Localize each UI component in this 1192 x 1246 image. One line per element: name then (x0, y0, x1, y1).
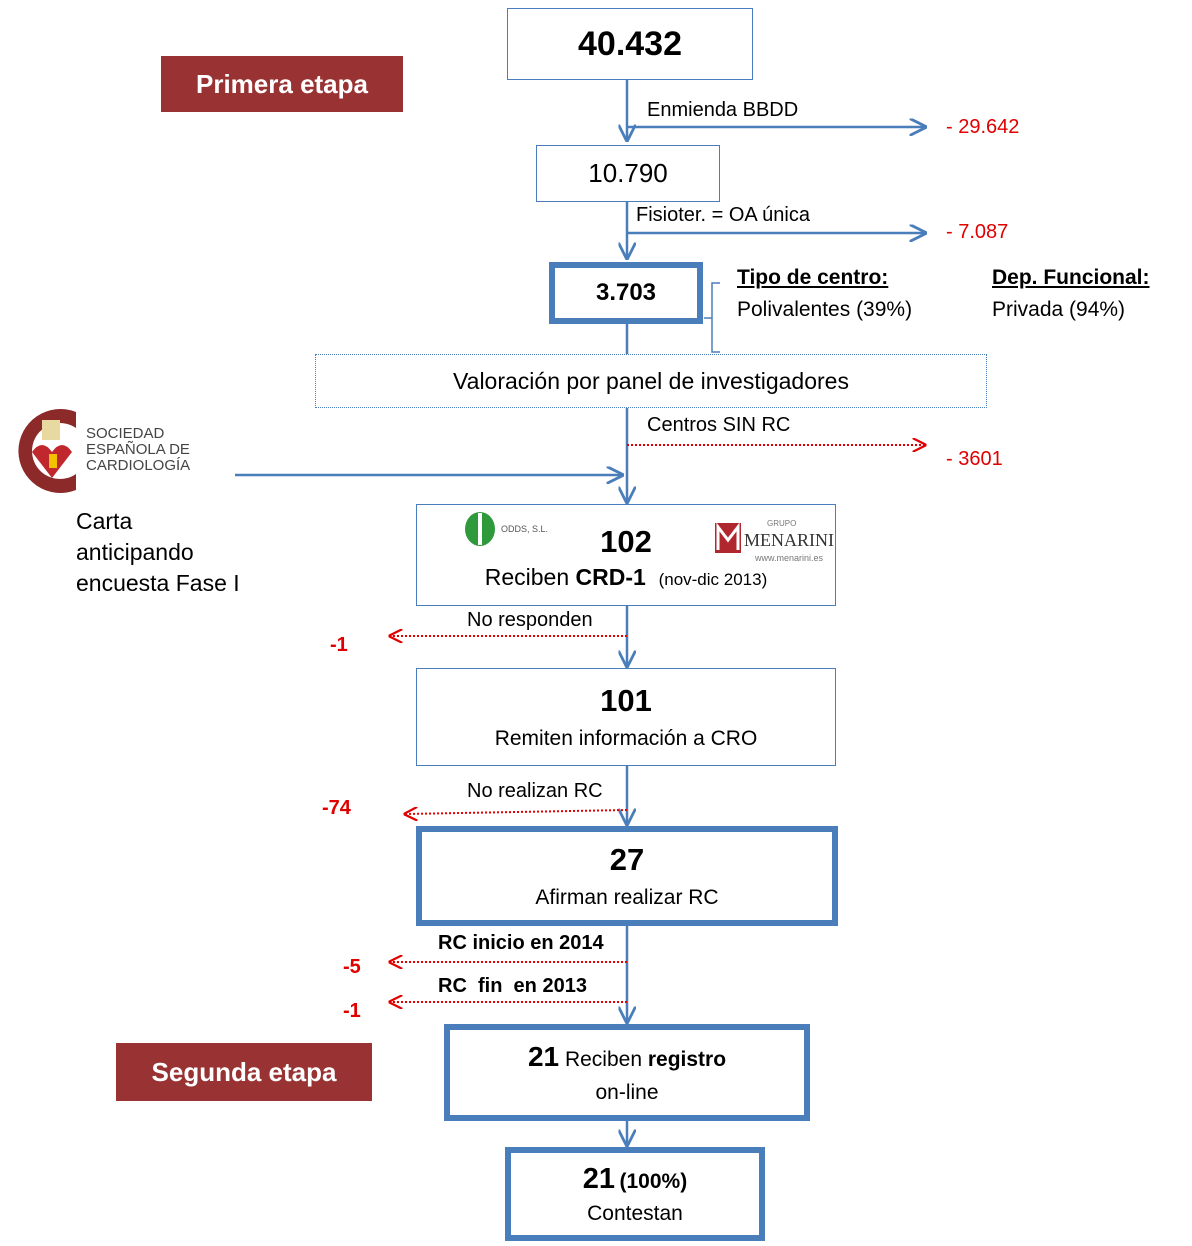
box-receive-crd-value: 102 (600, 523, 652, 559)
sec-logo-line3: CARDIOLOGÍA (86, 457, 191, 474)
box-respond-pct: (100%) (619, 1169, 688, 1193)
panel-review-text: Valoración por panel de investigadores (453, 367, 849, 394)
odds-logo: ODDS, S.L. (463, 511, 563, 547)
sec-logo-line1: SOCIEDAD (86, 425, 165, 442)
box-online-registry: 21 Reciben registro on-line (444, 1024, 810, 1121)
stage-second-badge: Segunda etapa (116, 1043, 372, 1101)
letter-line2: anticipando (76, 539, 194, 565)
step2-label: Fisioter. = OA única (636, 204, 810, 226)
menarini-logo-text: MENARINI (744, 530, 834, 550)
box-online-registry-value: 21 (527, 1040, 560, 1072)
box-respond-value: 21 (582, 1162, 616, 1195)
box-respond-text: Contestan (587, 1201, 683, 1225)
sec-logo: SOCIEDAD ESPAÑOLA DE CARDIOLOGÍA (12, 406, 234, 496)
step6-label: RC inicio en 2014 (438, 932, 604, 954)
letter-line3: encuesta Fase I (76, 570, 240, 596)
step6-removed: -5 (343, 956, 361, 978)
center-type-title: Tipo de centro: (737, 266, 889, 289)
step3-removed: - 3601 (946, 448, 1003, 470)
funding-value: Privada (94%) (992, 298, 1126, 321)
box-send-info: 101 Remiten información a CRO (416, 668, 836, 766)
box-online-registry-prefix: Reciben (564, 1047, 648, 1071)
menarini-url-text: www.menarini.es (755, 553, 824, 563)
box-send-info-value: 101 (600, 683, 652, 718)
box-total-centers: 40.432 (507, 8, 753, 80)
step7-removed: -1 (343, 1000, 361, 1022)
box-do-rc-value: 27 (609, 842, 645, 877)
funding-title: Dep. Funcional: (992, 266, 1150, 289)
box-do-rc-text: Afirman realizar RC (535, 886, 719, 909)
menarini-logo: GRUPO MENARINI www.menarini.es (715, 519, 835, 569)
stage-first-badge: Primera etapa (161, 56, 403, 112)
step5-label: No realizan RC (467, 780, 603, 802)
step7-label: RC fin en 2013 (438, 975, 587, 997)
box-receive-crd-note: (nov-dic 2013) (658, 569, 768, 589)
box-after-amend-value: 10.790 (588, 158, 668, 188)
odds-logo-icon (465, 512, 495, 546)
box-receive-crd-prefix: Reciben (484, 563, 576, 590)
box-total-value: 40.432 (578, 24, 682, 63)
box-receive-crd-bold: CRD-1 (575, 563, 646, 590)
step3-label: Centros SIN RC (647, 414, 791, 436)
center-type-value: Polivalentes (39%) (737, 298, 913, 321)
box-receive-crd: 102 Reciben CRD-1 (nov-dic 2013) ODDS, S… (416, 504, 836, 606)
step1-removed: - 29.642 (946, 116, 1020, 138)
step1-label: Enmienda BBDD (647, 99, 799, 121)
step2-removed: - 7.087 (946, 221, 1009, 243)
step4-removed: -1 (330, 634, 348, 656)
panel-review-box: Valoración por panel de investigadores (315, 354, 987, 408)
step4-label: No responden (467, 609, 593, 631)
box-single-oa-value: 3.703 (595, 279, 657, 306)
box-respond: 21 (100%) Contestan (505, 1147, 765, 1241)
box-single-oa: 3.703 (549, 262, 703, 324)
box-online-registry-bold: registro (647, 1047, 727, 1071)
box-after-amend: 10.790 (536, 145, 720, 202)
sec-emblem-icon (18, 409, 76, 493)
menarini-group-text: GRUPO (767, 519, 797, 528)
sec-logo-line2: ESPAÑOLA DE (86, 441, 190, 458)
box-online-registry-line2: on-line (595, 1080, 659, 1104)
box-do-rc: 27 Afirman realizar RC (416, 826, 838, 926)
box-send-info-text: Remiten información a CRO (494, 727, 758, 750)
letter-line1: Carta (76, 508, 133, 534)
letter-note: Carta anticipando encuesta Fase I (76, 506, 240, 599)
odds-logo-text: ODDS, S.L. (501, 524, 549, 534)
step5-removed: -74 (322, 797, 351, 819)
menarini-logo-icon (715, 523, 741, 553)
